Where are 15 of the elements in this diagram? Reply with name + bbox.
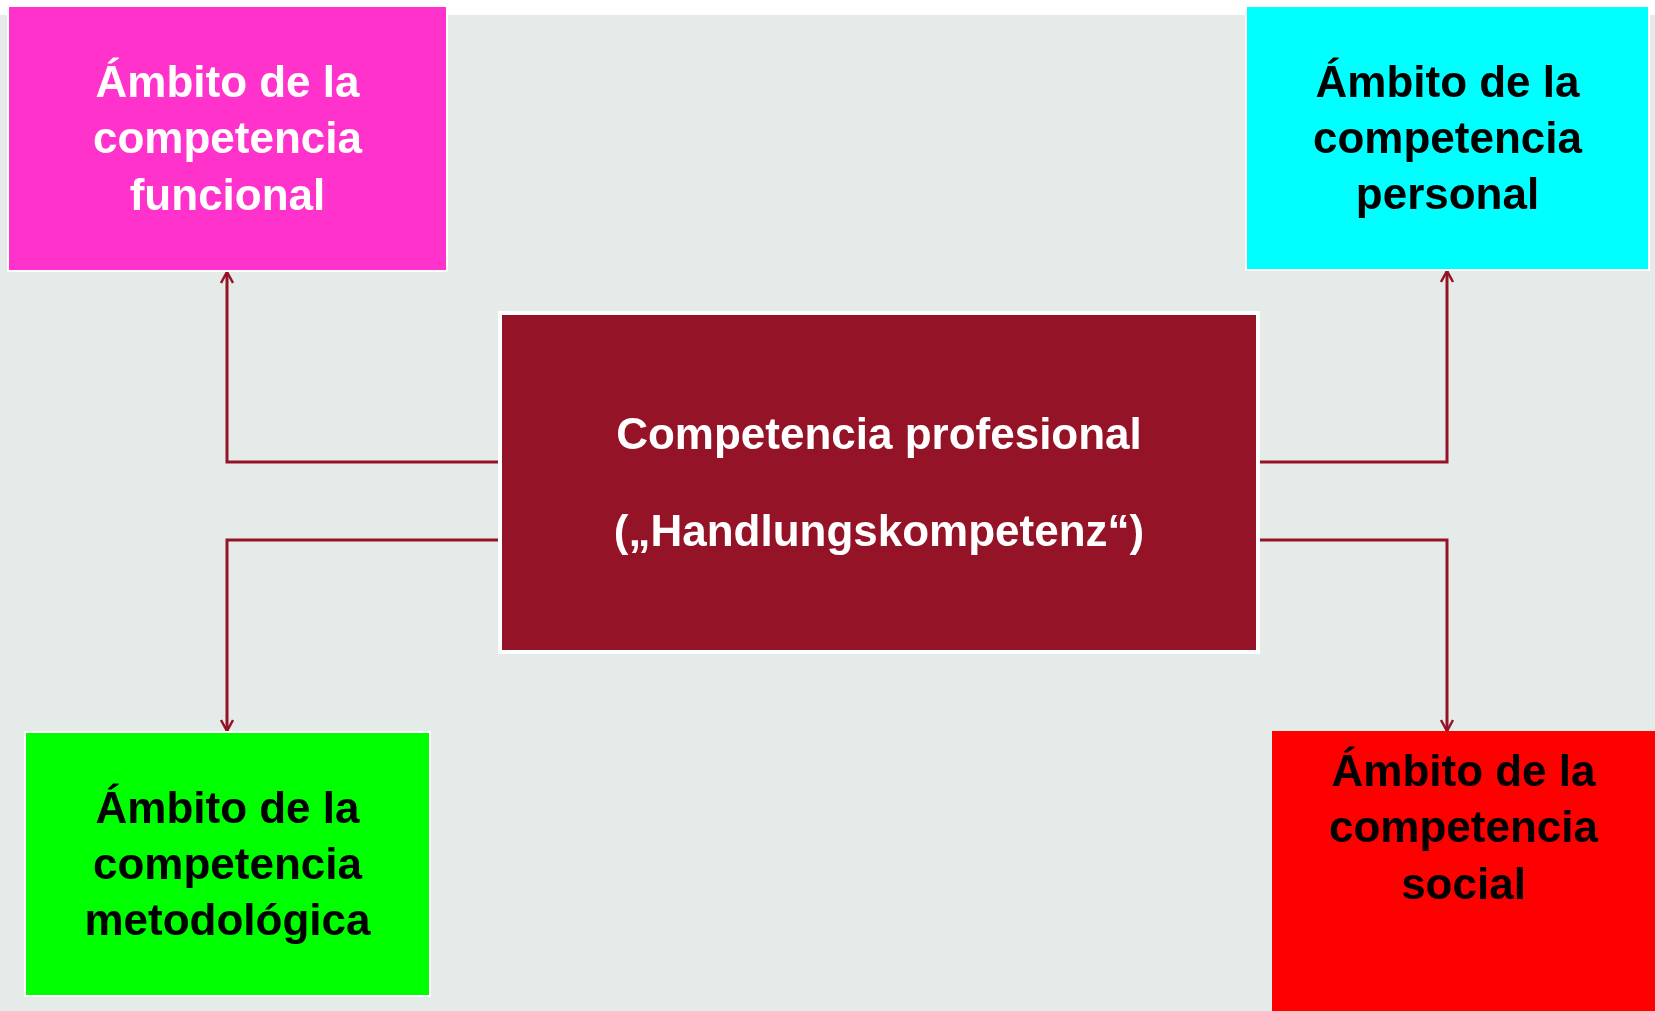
- arrow: [1260, 538, 1455, 733]
- central-box: [498, 311, 1260, 654]
- node-label: Competencia profesional: [616, 408, 1142, 461]
- category-box: [1245, 5, 1650, 271]
- arrow: [1260, 269, 1455, 464]
- node-label: („Handlungskompetenz“): [613, 504, 1145, 557]
- arrow: [219, 270, 498, 464]
- node-label: Ámbito de la competencia metodológica: [83, 781, 372, 947]
- node-label: Ámbito de la competencia personal: [1312, 55, 1584, 221]
- node-label: Ámbito de la competencia funcional: [92, 56, 364, 221]
- node-label: Ámbito de la competencia social: [1328, 745, 1600, 910]
- category-box: [7, 5, 448, 272]
- arrow: [219, 538, 498, 733]
- category-box: [1272, 731, 1655, 1011]
- category-box: [24, 731, 431, 997]
